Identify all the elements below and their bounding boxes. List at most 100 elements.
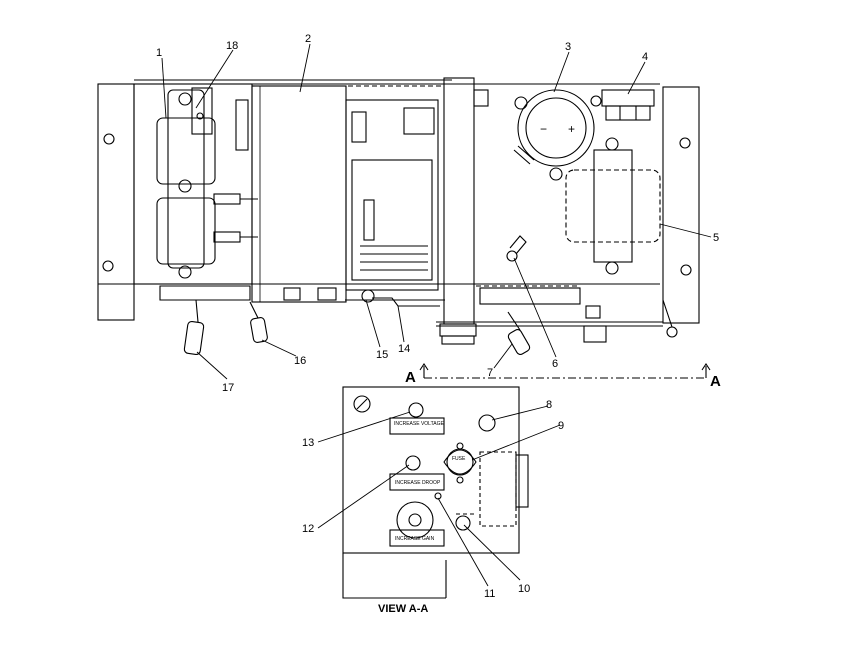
panel-screw xyxy=(455,515,471,531)
terminal-block-top xyxy=(601,89,655,107)
flange-screw xyxy=(456,442,464,450)
bolt-head xyxy=(605,261,619,275)
clamp-bracket xyxy=(191,87,213,135)
droop-label-plate xyxy=(389,473,445,491)
terminal-strip xyxy=(372,297,440,307)
callout-9: 9 xyxy=(558,420,564,432)
lead-terminal xyxy=(213,231,241,243)
terminal-block-base xyxy=(605,105,651,121)
section-line xyxy=(419,363,711,379)
adjust-screw-item-11 xyxy=(434,492,442,500)
leader-lines xyxy=(161,43,712,587)
mount-screw xyxy=(590,95,602,107)
callout-13: 13 xyxy=(302,437,314,449)
regulator-board xyxy=(345,99,440,307)
section-arrowhead-left xyxy=(419,363,429,371)
lead-7 xyxy=(507,311,521,331)
fuse-holder-flange xyxy=(443,449,477,475)
bracket-screw xyxy=(196,112,204,120)
droop-adjust-knob xyxy=(405,455,421,471)
capacitor-flange xyxy=(517,89,595,167)
heatsink xyxy=(351,159,433,281)
callout-15: 15 xyxy=(376,349,388,361)
callout-2: 2 xyxy=(305,33,311,45)
mount-screw xyxy=(514,96,528,110)
control-panel-view: INCREASE VOLTAGE INCREASE DROOP INCREASE… xyxy=(342,386,529,599)
gain-rheostat xyxy=(396,501,434,539)
section-arrowhead-right xyxy=(701,363,711,371)
plug-item-7 xyxy=(507,329,531,355)
terminal-block-item-4 xyxy=(601,89,655,121)
potentiometer xyxy=(351,111,367,143)
gain-label-plate xyxy=(389,529,445,547)
mount-hole xyxy=(102,260,114,272)
callout-4: 4 xyxy=(642,51,648,63)
voltage-label-plate xyxy=(389,417,445,435)
transformer-lower xyxy=(156,197,216,265)
capacitor-body xyxy=(525,97,587,159)
flange-screw xyxy=(456,476,464,484)
bracket-clip xyxy=(473,89,489,107)
capacitor: − + xyxy=(513,89,602,181)
relay xyxy=(403,107,435,135)
bolt-head xyxy=(178,265,192,279)
callout-18: 18 xyxy=(226,40,238,52)
bracket-bar xyxy=(443,77,475,325)
gain-label-text: INCREASE GAIN xyxy=(395,536,435,542)
mount-screw xyxy=(549,167,563,181)
section-marker-left: A xyxy=(405,369,416,386)
callout-12: 12 xyxy=(302,523,314,535)
callout-1: 1 xyxy=(156,47,162,59)
mount-hole xyxy=(679,137,691,149)
plus-marking: + xyxy=(568,122,575,136)
voltage-adjust-knob xyxy=(408,402,424,418)
lead-16 xyxy=(249,301,259,319)
resistor xyxy=(235,99,249,151)
diode-body xyxy=(509,235,527,255)
panel-extension xyxy=(342,553,446,599)
reactor-hidden-outline xyxy=(565,169,661,243)
gain-adjust-knob xyxy=(408,513,422,527)
cover-tab xyxy=(317,287,337,301)
fitting xyxy=(585,305,601,319)
lead-17 xyxy=(195,299,199,323)
voltage-label-text: INCREASE VOLTAGE xyxy=(394,421,444,427)
callout-8: 8 xyxy=(546,399,552,411)
wire-leads xyxy=(159,285,531,355)
lower-terminal-board xyxy=(441,285,607,345)
transformer-core xyxy=(167,89,205,269)
callout-7: 7 xyxy=(487,367,493,379)
terminal-board xyxy=(479,287,581,305)
callout-16: 16 xyxy=(294,355,306,367)
callout-6: 6 xyxy=(552,358,558,370)
bolt-head xyxy=(605,137,619,151)
lead-terminal xyxy=(213,193,241,205)
ground-lug xyxy=(666,326,678,338)
plug-item-16 xyxy=(250,317,268,343)
vertical-bracket xyxy=(439,77,489,337)
callout-5: 5 xyxy=(713,232,719,244)
fuse-label: FUSE xyxy=(452,456,466,462)
connector xyxy=(583,325,607,343)
bolt-head xyxy=(178,179,192,193)
section-marker-right: A xyxy=(710,373,721,390)
component xyxy=(363,199,375,241)
plug-item-17 xyxy=(183,321,205,355)
fuse-holder xyxy=(446,448,474,476)
reactor-item-5 xyxy=(565,137,661,275)
board-outline xyxy=(345,99,439,291)
transformer-assembly xyxy=(156,87,258,279)
connector-plug xyxy=(441,335,475,345)
minus-marking: − xyxy=(540,122,547,136)
panel-screw xyxy=(353,395,371,413)
diode-stud xyxy=(506,250,518,262)
cover-tab xyxy=(283,287,301,301)
side-bracket xyxy=(515,454,529,508)
plug-button-item-8 xyxy=(478,414,496,432)
callout-10: 10 xyxy=(518,583,530,595)
screw-item-15 xyxy=(361,289,375,303)
panel-outline xyxy=(342,386,520,554)
reactor-body xyxy=(593,149,633,263)
